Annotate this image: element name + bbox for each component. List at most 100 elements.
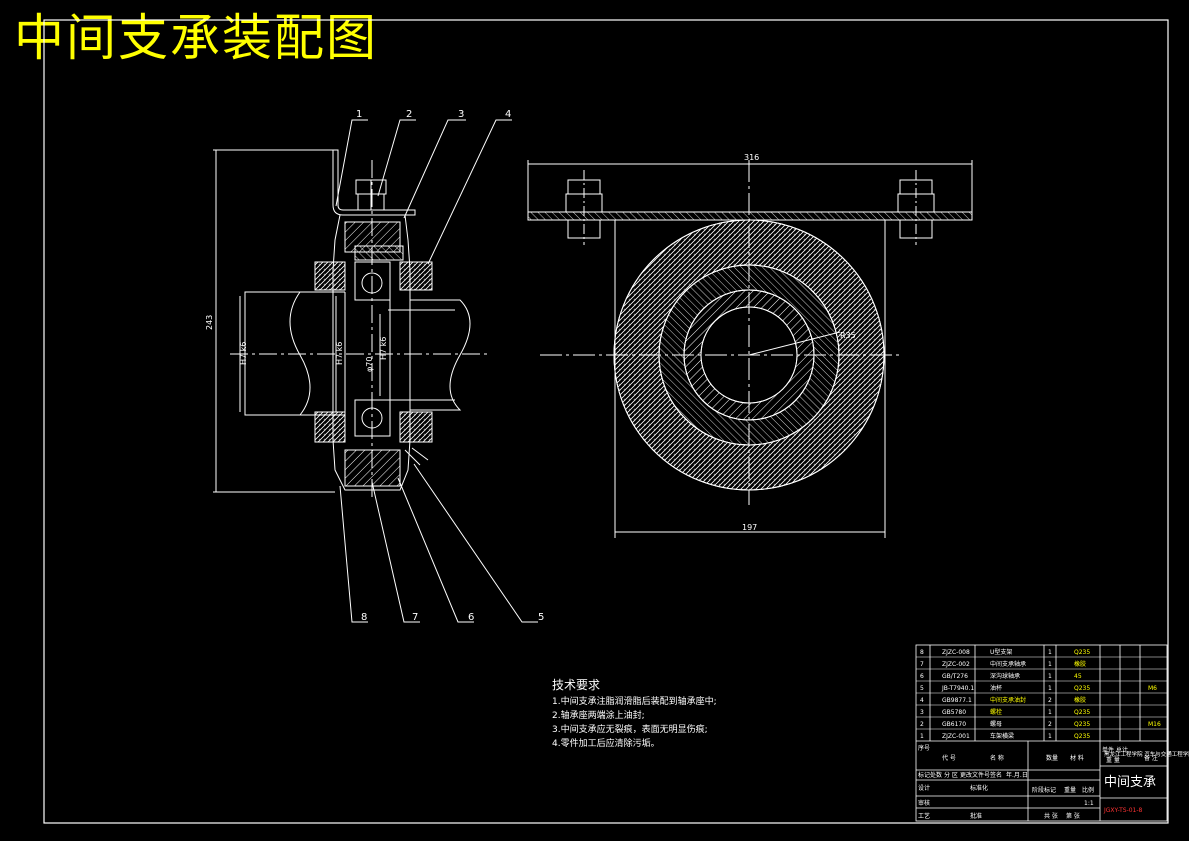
tech-requirement-item: 2.轴承座两端涂上油封; xyxy=(552,711,645,721)
svg-text:8: 8 xyxy=(920,649,924,656)
svg-text:共 张: 共 张 xyxy=(1044,812,1058,820)
bom-row: 5 JB-T7940.1 油杯 1 Q235 M6 xyxy=(920,684,1157,692)
leader-lines-top xyxy=(335,119,538,623)
svg-text:材 料: 材 料 xyxy=(1070,754,1084,762)
svg-text:螺栓: 螺栓 xyxy=(990,708,1002,716)
callout-1: 1 xyxy=(356,109,362,120)
callout-8: 8 xyxy=(361,612,367,623)
tech-requirements-heading: 技术要求 xyxy=(552,678,601,692)
svg-text:数量: 数量 xyxy=(1046,754,1058,762)
drawing-title: 中间支承装配图 xyxy=(14,9,378,67)
section-view xyxy=(213,149,490,500)
school-name: 黑龙江工程学院 汽车与交通工程学院 xyxy=(1104,750,1189,758)
drawing-name: 中间支承 xyxy=(1104,775,1156,790)
svg-text:1: 1 xyxy=(920,733,924,740)
title-block-labels: 标记 处数 分 区 更改文件号 签名 年.月.日 设计 标准化 阶段标记 重量 … xyxy=(918,771,1094,820)
svg-text:名 称: 名 称 xyxy=(990,754,1004,762)
svg-text:45: 45 xyxy=(1074,673,1082,680)
dim-fit-right: H7 k6 xyxy=(379,337,388,360)
svg-text:标记: 标记 xyxy=(918,771,930,779)
drawing-border xyxy=(43,19,1169,824)
side-view xyxy=(527,160,973,538)
svg-text:阶段标记: 阶段标记 xyxy=(1032,786,1056,794)
svg-text:油杯: 油杯 xyxy=(990,684,1002,692)
svg-text:GB9877.1: GB9877.1 xyxy=(942,697,972,704)
svg-text:M6: M6 xyxy=(1148,685,1157,692)
svg-text:处数: 处数 xyxy=(930,771,942,779)
svg-text:工艺: 工艺 xyxy=(918,812,930,820)
svg-text:1: 1 xyxy=(1048,673,1052,680)
dim-fit-center: H7 k6 xyxy=(335,342,344,365)
svg-text:Q235: Q235 xyxy=(1074,709,1090,716)
callout-4: 4 xyxy=(505,109,511,120)
svg-text:橡胶: 橡胶 xyxy=(1074,696,1086,704)
svg-text:螺母: 螺母 xyxy=(990,720,1002,728)
svg-text:中间支承油封: 中间支承油封 xyxy=(990,696,1026,704)
svg-text:Q235: Q235 xyxy=(1074,685,1090,692)
dim-fit-left: H7 k6 xyxy=(239,342,248,365)
callout-7: 7 xyxy=(412,612,418,623)
svg-text:重量: 重量 xyxy=(1064,786,1076,794)
svg-text:签名: 签名 xyxy=(990,771,1002,779)
svg-text:2: 2 xyxy=(1048,697,1052,704)
bom-row: 8 ZJZC-008 U型支架 1 Q235 xyxy=(920,648,1090,656)
svg-text:M16: M16 xyxy=(1148,721,1161,728)
svg-text:1: 1 xyxy=(1048,685,1052,692)
svg-text:JB-T7940.1: JB-T7940.1 xyxy=(941,685,974,692)
svg-text:2: 2 xyxy=(920,721,924,728)
tech-requirement-item: 4.零件加工后应清除污垢。 xyxy=(552,739,660,749)
svg-text:6: 6 xyxy=(920,673,924,680)
svg-text:ZJZC-008: ZJZC-008 xyxy=(942,649,970,656)
svg-text:更改文件号: 更改文件号 xyxy=(960,771,990,779)
callout-labels: 1 2 3 4 5 6 7 8 xyxy=(356,109,544,623)
dim-dia-center: φ70 xyxy=(365,357,374,372)
callout-3: 3 xyxy=(458,109,464,120)
svg-text:7: 7 xyxy=(920,661,924,668)
svg-text:GB6170: GB6170 xyxy=(942,721,966,728)
svg-text:第 张: 第 张 xyxy=(1066,812,1080,820)
svg-text:批准: 批准 xyxy=(970,812,982,820)
svg-text:GB/T276: GB/T276 xyxy=(942,673,968,680)
svg-text:1: 1 xyxy=(1048,661,1052,668)
svg-text:分 区: 分 区 xyxy=(944,771,958,779)
svg-text:标准化: 标准化 xyxy=(970,784,988,792)
svg-text:U型支架: U型支架 xyxy=(990,648,1012,656)
svg-text:5: 5 xyxy=(920,685,924,692)
svg-text:Q235: Q235 xyxy=(1074,649,1090,656)
dim-top-width: 316 xyxy=(744,153,759,162)
svg-text:备 注: 备 注 xyxy=(1144,754,1158,762)
svg-text:Q235: Q235 xyxy=(1074,733,1090,740)
svg-text:单件 总计: 单件 总计 xyxy=(1102,746,1128,754)
bom-row: 6 GB/T276 深沟球轴承 1 45 xyxy=(920,672,1082,680)
svg-text:4: 4 xyxy=(920,697,924,704)
svg-text:1: 1 xyxy=(1048,733,1052,740)
svg-text:重 量: 重 量 xyxy=(1106,756,1120,764)
dim-height: 243 xyxy=(205,315,214,330)
svg-text:ZJZC-001: ZJZC-001 xyxy=(942,733,970,740)
svg-text:车架横梁: 车架横梁 xyxy=(990,732,1014,740)
svg-text:审核: 审核 xyxy=(918,799,930,807)
bom-row-lines xyxy=(916,656,1167,730)
svg-text:2: 2 xyxy=(1048,721,1052,728)
svg-text:GB5780: GB5780 xyxy=(942,709,966,716)
svg-text:中间支承轴承: 中间支承轴承 xyxy=(990,660,1026,668)
callout-2: 2 xyxy=(406,109,412,120)
dim-radius: R35 xyxy=(840,331,856,340)
svg-text:3: 3 xyxy=(920,709,924,716)
svg-text:1:1: 1:1 xyxy=(1084,800,1094,807)
svg-text:序号: 序号 xyxy=(918,744,930,752)
callout-5: 5 xyxy=(538,612,544,623)
dim-bottom-width: 197 xyxy=(742,523,757,532)
tech-requirement-item: 1.中间支承注脂润滑脂后装配到轴承座中; xyxy=(552,697,717,707)
bom-row: 1 ZJZC-001 车架横梁 1 Q235 xyxy=(920,732,1090,740)
drawing-number: JGXY-TS-01-8 xyxy=(1103,807,1143,814)
svg-text:深沟球轴承: 深沟球轴承 xyxy=(990,672,1020,680)
svg-text:代 号: 代 号 xyxy=(942,754,956,762)
svg-text:橡胶: 橡胶 xyxy=(1074,660,1086,668)
svg-text:1: 1 xyxy=(1048,649,1052,656)
